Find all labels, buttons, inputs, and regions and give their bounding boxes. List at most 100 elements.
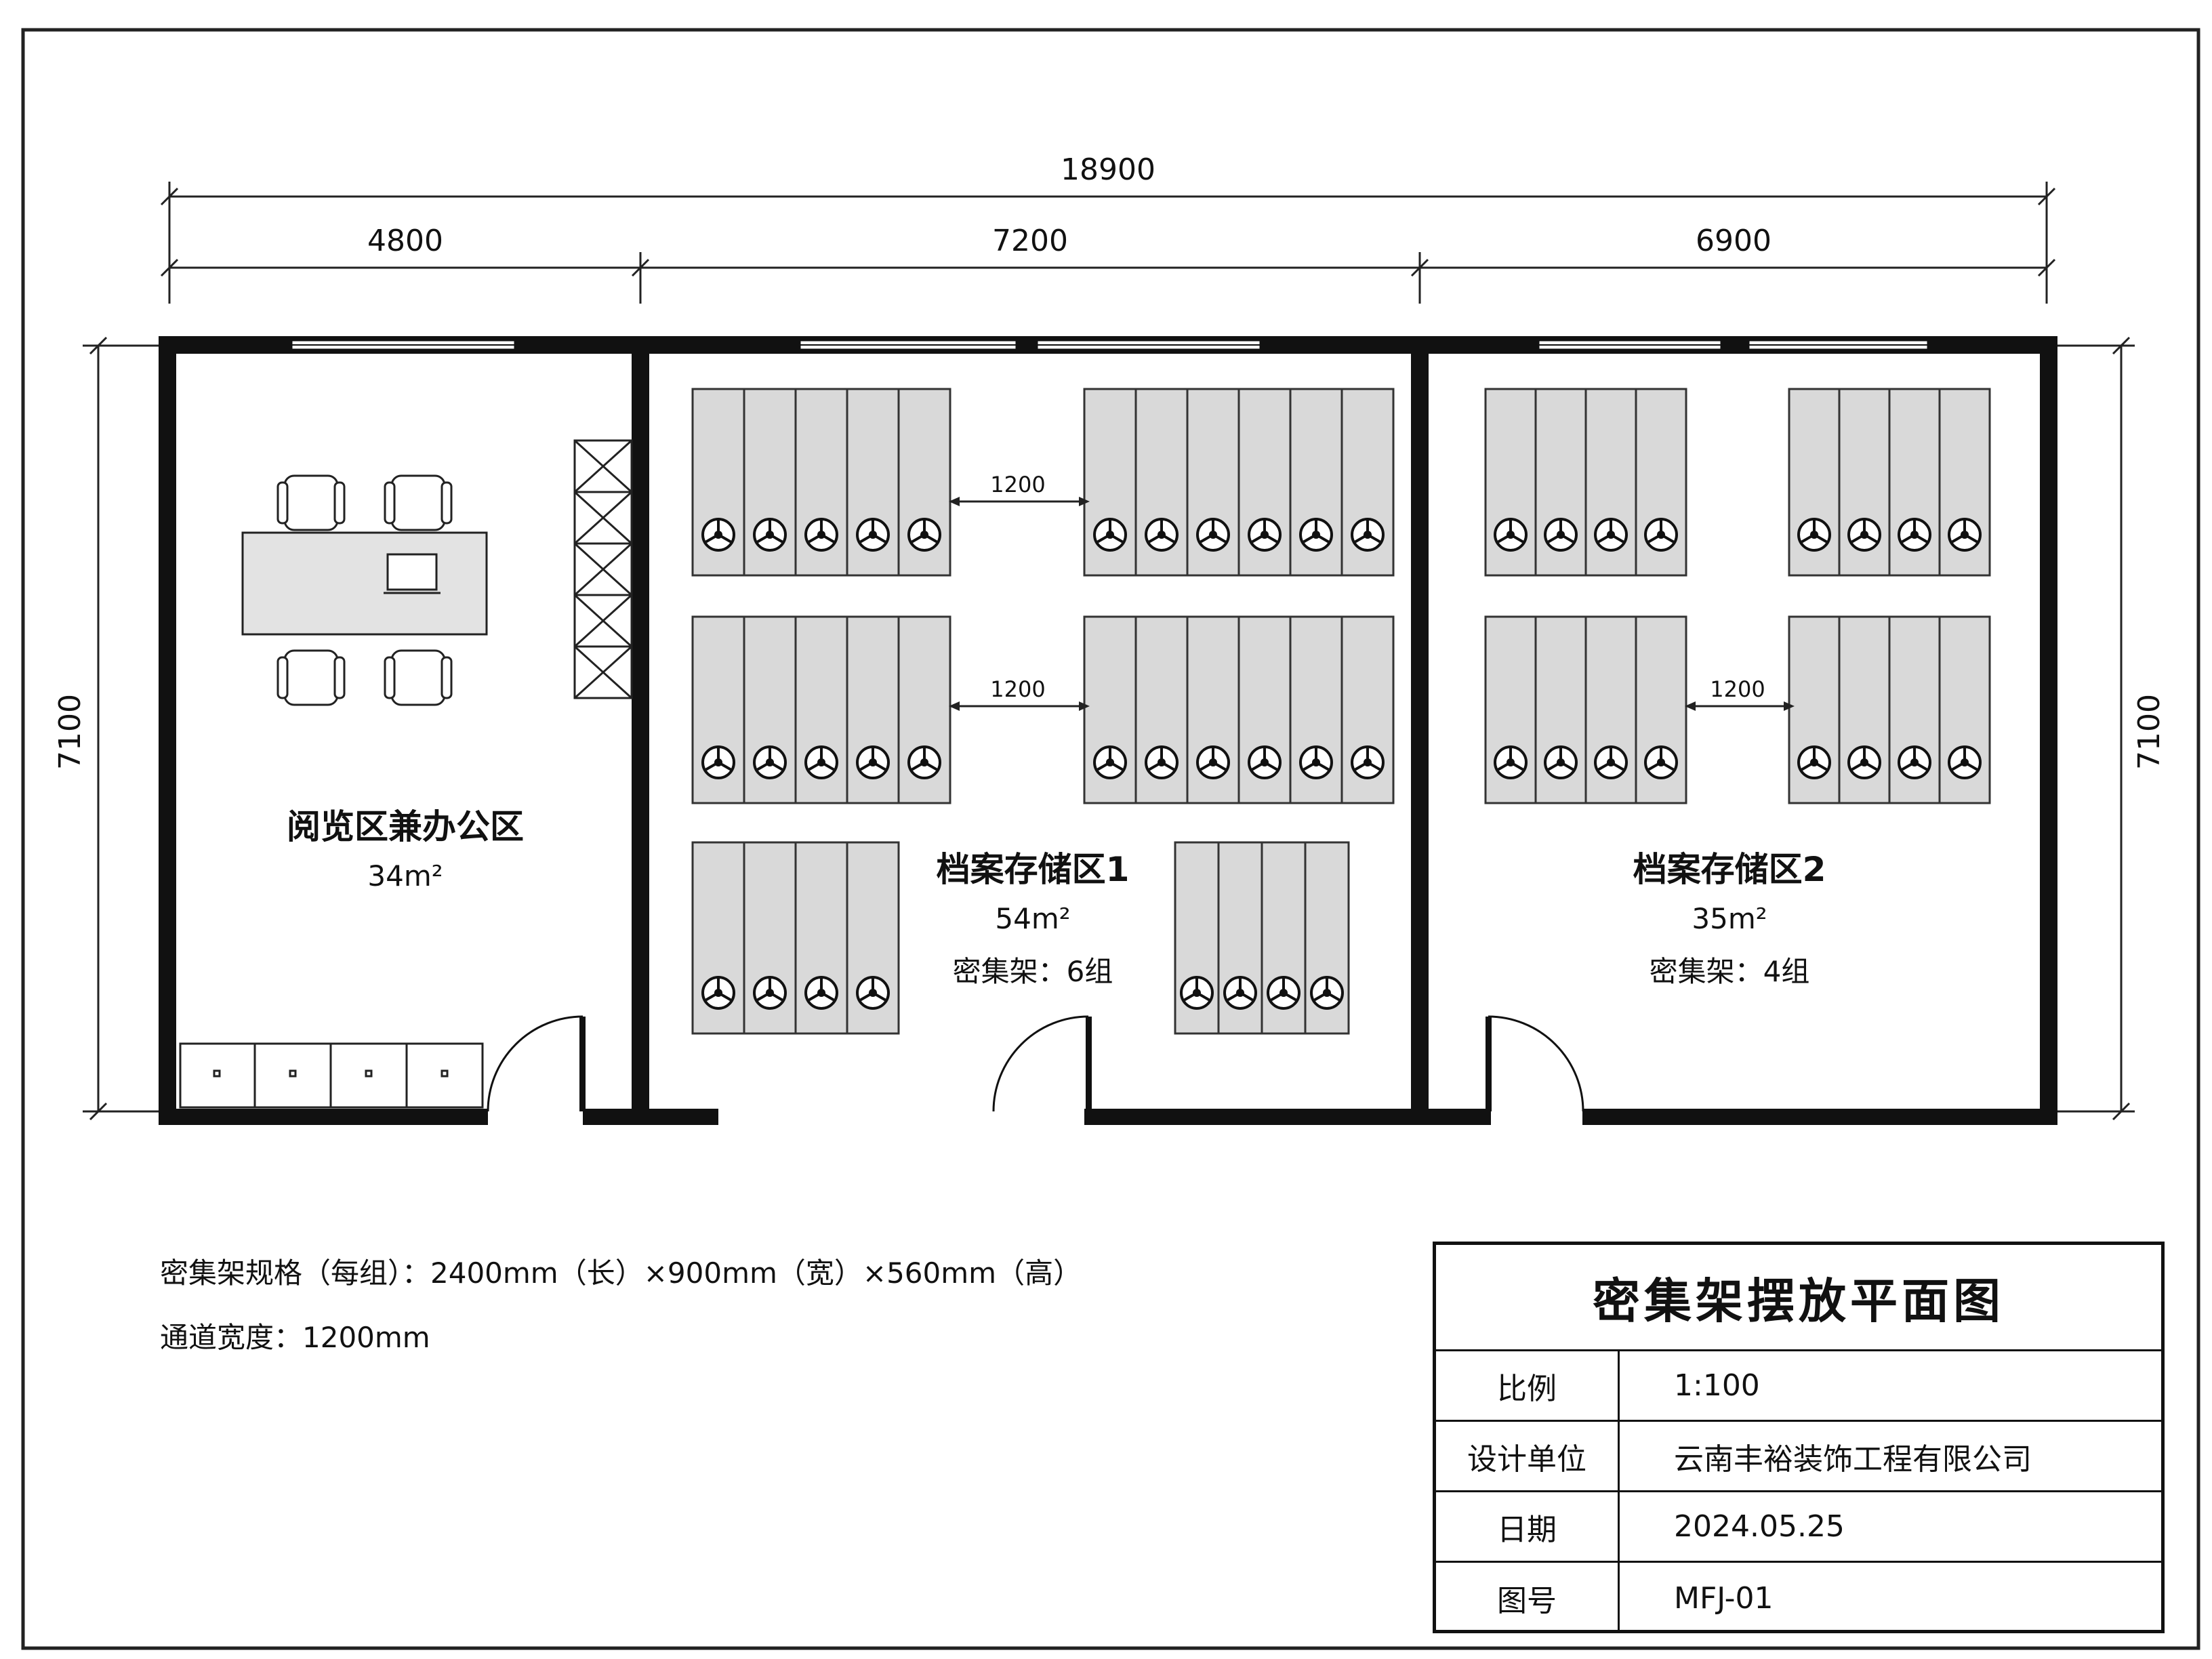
hand-wheel-icon — [1145, 745, 1179, 779]
dim-total-width: 18900 — [1061, 152, 1155, 187]
aisle-label-1: 1200 — [990, 472, 1045, 497]
hand-wheel-icon — [1797, 518, 1831, 552]
dim-height-left: 7100 — [53, 694, 87, 770]
hand-wheel-icon — [1644, 518, 1678, 552]
room-area-storage-2: 35m² — [1692, 902, 1767, 935]
hand-wheel-icon — [1847, 518, 1881, 552]
title-row-designer: 设计单位 云南丰裕装饰工程有限公司 — [1436, 1422, 2161, 1492]
rack-unit — [1289, 388, 1343, 577]
rack-group — [1788, 388, 1991, 577]
hand-wheel-icon — [1299, 745, 1333, 779]
rack-unit — [897, 615, 951, 804]
title-row-value: MFJ-01 — [1674, 1580, 1774, 1616]
rack-unit — [897, 388, 951, 577]
hand-wheel-icon — [753, 518, 787, 552]
filing-cabinets — [179, 1042, 484, 1109]
shelf-spec-note: 密集架规格（每组）：2400mm（长）×900mm（宽）×560mm（高） — [160, 1250, 1082, 1292]
rack-unit — [691, 388, 745, 577]
title-row-scale: 比例 1:100 — [1436, 1351, 2161, 1422]
hand-wheel-icon — [1644, 745, 1678, 779]
rack-unit — [1186, 388, 1240, 577]
rack-group — [1083, 388, 1395, 577]
rack-unit — [1534, 388, 1587, 577]
title-row-key: 设计单位 — [1436, 1422, 1620, 1490]
dim-segment-2: 7200 — [992, 224, 1068, 258]
hand-wheel-icon — [1351, 745, 1385, 779]
hand-wheel-icon — [856, 518, 890, 552]
hand-wheel-icon — [804, 745, 838, 779]
compact-shelving-racks — [691, 388, 1991, 1035]
hand-wheel-icon — [1351, 518, 1385, 552]
dim-segment-1: 4800 — [367, 224, 443, 258]
doors — [487, 1015, 1584, 1112]
office-desk — [241, 531, 488, 636]
drawing-frame — [21, 28, 2200, 1650]
hand-wheel-icon — [1494, 518, 1528, 552]
title-row-value: 1:100 — [1674, 1368, 1760, 1403]
rack-unit — [1340, 615, 1395, 804]
hand-wheel-icon — [1248, 518, 1282, 552]
rack-unit — [1584, 615, 1637, 804]
rack-unit — [1261, 841, 1307, 1035]
rack-unit — [1083, 615, 1137, 804]
hand-wheel-icon — [1898, 518, 1931, 552]
hand-wheel-icon — [1310, 976, 1344, 1010]
room-name-storage-1: 档案存储区1 — [937, 850, 1130, 889]
title-row-value: 云南丰裕装饰工程有限公司 — [1674, 1441, 2032, 1477]
dim-height-right: 7100 — [2132, 694, 2167, 770]
rack-unit — [743, 615, 797, 804]
rack-unit — [1289, 615, 1343, 804]
room-area-storage-1: 54m² — [995, 902, 1070, 935]
rack-unit — [1186, 615, 1240, 804]
rack-unit — [1237, 615, 1292, 804]
hand-wheel-icon — [1847, 745, 1881, 779]
rack-unit — [1083, 388, 1137, 577]
rack-unit — [1938, 388, 1991, 577]
hand-wheel-icon — [1299, 518, 1333, 552]
rack-unit — [794, 615, 848, 804]
hand-wheel-icon — [1267, 976, 1300, 1010]
room-name-storage-2: 档案存储区2 — [1633, 850, 1826, 889]
rack-unit — [1217, 841, 1263, 1035]
hand-wheel-icon — [1544, 518, 1578, 552]
aisle-width-note: 通道宽度：1200mm — [160, 1315, 430, 1356]
aisle-label-3: 1200 — [1710, 676, 1765, 702]
aisle-width-text: 通道宽度：1200mm — [160, 1321, 430, 1354]
hand-wheel-icon — [1145, 518, 1179, 552]
rack-unit — [1838, 615, 1891, 804]
hand-wheel-icon — [856, 745, 890, 779]
rack-unit — [1134, 388, 1189, 577]
hand-wheel-icon — [856, 976, 890, 1010]
hand-wheel-icon — [1544, 745, 1578, 779]
hand-wheel-icon — [1797, 745, 1831, 779]
hand-wheel-icon — [1248, 745, 1282, 779]
rack-unit — [1788, 615, 1841, 804]
aisle-label-2: 1200 — [990, 676, 1045, 702]
title-row-date: 日期 2024.05.25 — [1436, 1492, 2161, 1563]
drawing-title: 密集架摆放平面图 — [1436, 1245, 2161, 1351]
rack-unit — [1888, 615, 1941, 804]
rack-unit — [1838, 388, 1891, 577]
hand-wheel-icon — [1948, 745, 1982, 779]
hand-wheel-icon — [804, 976, 838, 1010]
rack-unit — [1340, 388, 1395, 577]
walls — [159, 336, 2057, 1125]
rack-unit — [794, 841, 848, 1035]
dimension-lines-side — [83, 336, 2135, 1121]
hand-wheel-icon — [1223, 976, 1257, 1010]
rack-unit — [1635, 388, 1687, 577]
hand-wheel-icon — [701, 976, 735, 1010]
rack-unit — [743, 388, 797, 577]
hand-wheel-icon — [1180, 976, 1214, 1010]
rack-unit — [1484, 388, 1537, 577]
rack-group — [691, 841, 900, 1035]
room-racks-storage-1: 密集架：6组 — [953, 955, 1113, 988]
rack-unit — [1304, 841, 1350, 1035]
title-row-key: 图号 — [1436, 1563, 1620, 1633]
hand-wheel-icon — [907, 518, 941, 552]
rack-group — [1174, 841, 1350, 1035]
bookshelf — [573, 439, 633, 699]
dim-segment-3: 6900 — [1696, 224, 1771, 258]
hand-wheel-icon — [1594, 745, 1628, 779]
